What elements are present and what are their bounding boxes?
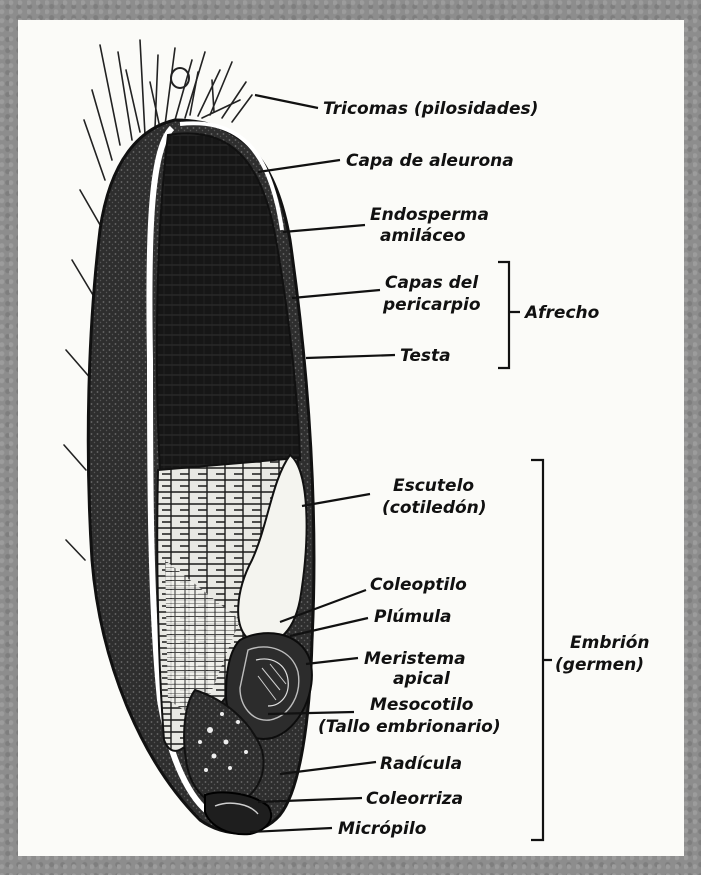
label-tricomas: Tricomas (pilosidades) [323, 99, 538, 119]
label-embrion-1: Embrión [570, 633, 650, 653]
label-micropilo: Micrópilo [338, 819, 427, 839]
label-radicula: Radícula [380, 754, 462, 774]
embrion-bracket [531, 460, 552, 840]
label-coleoptilo: Coleoptilo [370, 575, 467, 595]
label-escutelo-2: (cotiledón) [382, 498, 487, 518]
label-escutelo-1: Escutelo [393, 476, 474, 496]
label-pericarpio-2: pericarpio [382, 295, 481, 315]
label-afrecho: Afrecho [523, 303, 600, 323]
label-coleorriza: Coleorriza [366, 789, 463, 809]
label-embrion-2: (germen) [555, 655, 644, 675]
label-meristema-2: apical [393, 669, 451, 689]
afrecho-bracket [498, 262, 520, 368]
label-testa: Testa [400, 346, 451, 366]
label-endosperma-2: amiláceo [380, 226, 466, 246]
label-meristema-1: Meristema [364, 649, 466, 669]
endosperm-dark [157, 133, 300, 470]
label-mesocotilo-2: (Tallo embrionario) [318, 717, 501, 737]
label-pericarpio-1: Capas del [385, 273, 479, 293]
label-plumula: Plúmula [374, 607, 452, 627]
label-mesocotilo-1: Mesocotilo [370, 695, 474, 715]
label-aleurona: Capa de aleurona [346, 151, 514, 171]
label-endosperma-1: Endosperma [370, 205, 489, 225]
